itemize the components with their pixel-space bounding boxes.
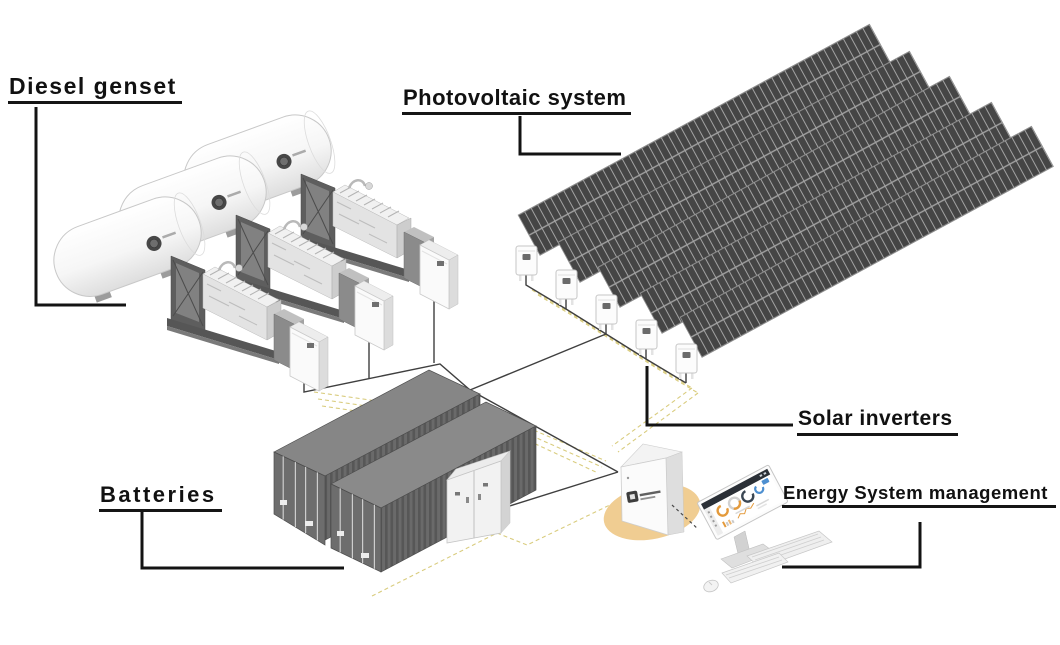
label-photovoltaic-system: Photovoltaic system (402, 86, 632, 116)
leader-lines (34, 107, 922, 570)
label-solar-inverters: Solar inverters (797, 407, 958, 437)
leader-photovoltaic-system (518, 116, 621, 156)
label-batteries: Batteries (99, 483, 222, 513)
label-energy-system-management: Energy System management (782, 483, 1056, 509)
battery-pcs-cabinet (446, 450, 511, 544)
monitor (697, 464, 788, 540)
workstation (697, 464, 833, 593)
mouse (703, 579, 719, 593)
controller-logo (626, 490, 661, 503)
controller-cabinet (620, 443, 685, 536)
keyboard-front (721, 552, 789, 584)
leader-diesel-genset (34, 107, 126, 307)
leader-solar-inverters (645, 366, 793, 427)
leader-batteries (140, 512, 344, 570)
leader-energy-system-management (782, 522, 922, 569)
power-lines (303, 275, 687, 510)
diesel-genset-1 (42, 185, 330, 393)
dashboard-gauges (716, 483, 765, 517)
label-diesel-genset: Diesel genset (8, 74, 182, 105)
